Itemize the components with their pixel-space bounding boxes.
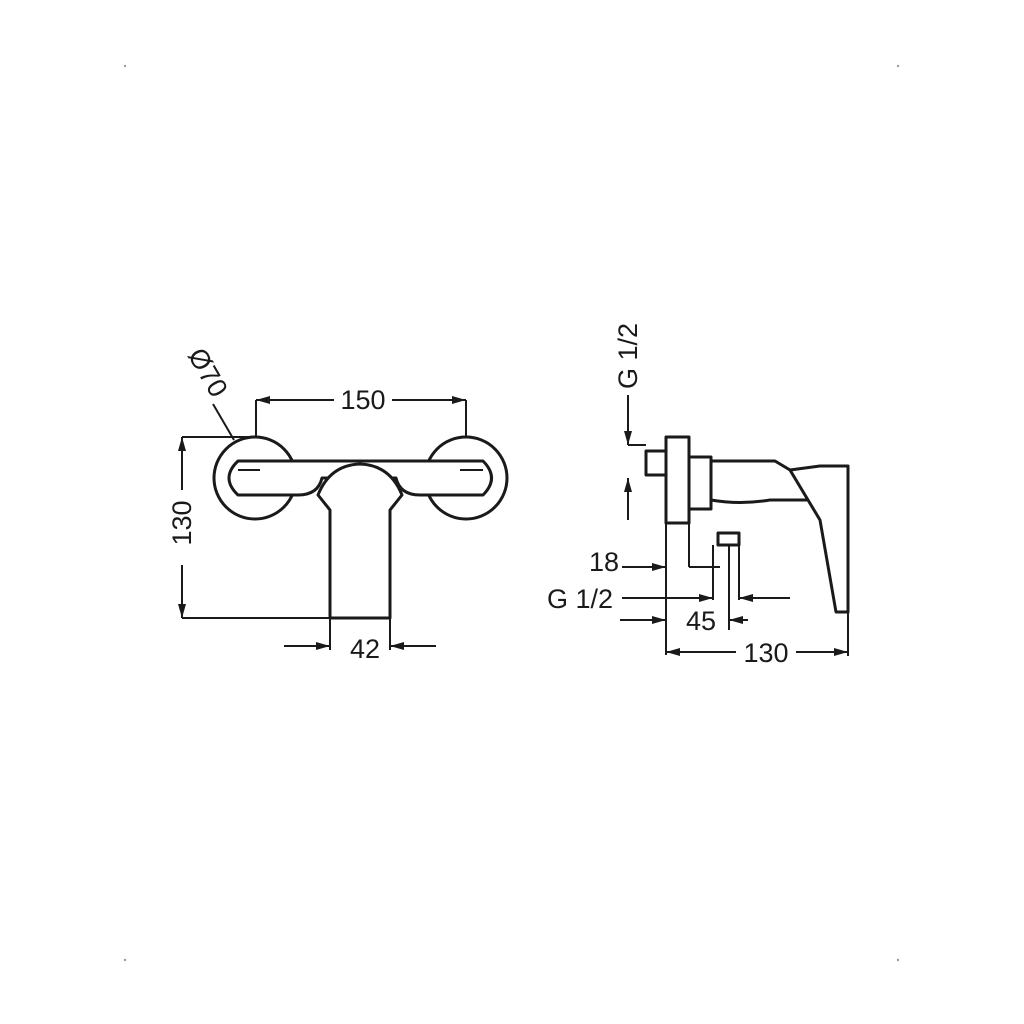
outlet-distance-label: 45 [686,606,716,636]
dimension-42: 42 [284,618,436,664]
dimension-18: 18 [589,523,720,577]
spout-width-label: 42 [350,634,380,664]
depth-label: 130 [743,638,788,668]
dimension-150: 150 [255,385,467,438]
dimension-g12-top: G 1/2 [613,323,646,520]
dimension-45: 45 [620,523,748,655]
height-label: 130 [167,500,197,545]
side-body [687,455,713,511]
outlet-thread-label: G 1/2 [547,584,613,614]
dimension-130-vertical: 130 [167,436,330,619]
center-distance-label: 150 [340,385,385,415]
dimension-130-horizontal: 130 [666,612,849,668]
lever-stem [316,462,404,620]
dimension-diameter: Ø70 [182,343,235,441]
corner-marks [123,64,900,962]
rosette-diameter-label: Ø70 [182,343,234,402]
side-view: G 1/2 18 G 1/2 45 [547,323,850,668]
wall-flange [664,435,691,525]
outlet-connector [716,531,741,547]
wall-offset-label: 18 [589,547,619,577]
inlet-thread-top-label: G 1/2 [613,323,643,389]
front-view: 150 Ø70 130 42 [167,343,509,664]
inlet-nipple [644,449,668,477]
dimension-g12-bottom: G 1/2 [547,584,790,614]
side-lever [788,464,850,614]
